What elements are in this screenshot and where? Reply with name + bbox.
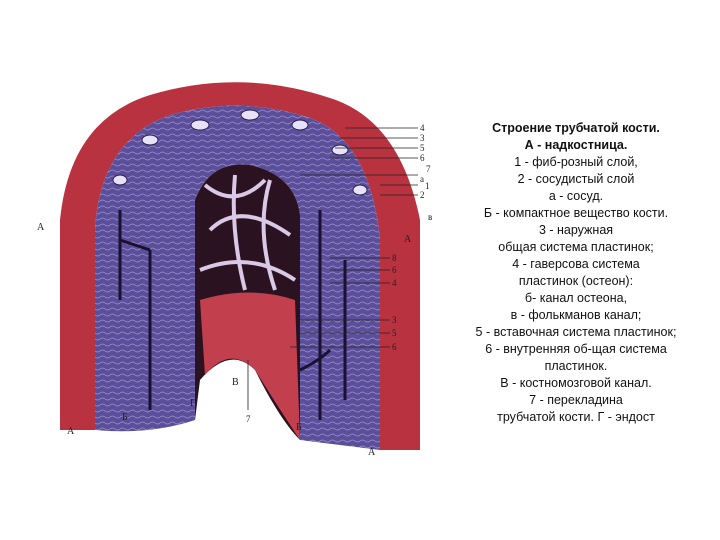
labels-right-mid: 8 6 4 [392,253,397,288]
label-6-mid: 6 [392,265,397,275]
label-v-small: в [428,212,432,222]
label-1: 1 [425,181,430,191]
label-A-bottom-right: А [368,447,376,458]
caption-line: 5 - вставочная система пластинок; [475,325,677,339]
label-B-left: Б [122,412,128,423]
caption-line: а - сосуд. [548,189,604,203]
caption-line: в - фолькманов канал; [510,308,642,322]
caption-line: Б - компактное вещество кости. [483,206,669,220]
caption-line: 3 - наружная [538,223,614,237]
label-G: Г [190,398,196,409]
osteons [112,109,368,196]
label-6-low: 6 [392,342,397,352]
caption-line: В - костномозговой канал. [500,376,652,390]
label-V: В [232,377,239,388]
caption-line: трубчатой кости. Г - эндост [497,410,655,424]
label-5-low: 5 [392,328,397,338]
label-2: 2 [420,190,425,200]
caption: Строение трубчатой кости. А - надкостниц… [448,120,704,426]
caption-line: 1 - фиб-розный слой, [514,155,638,169]
trabeculae [199,174,297,291]
label-5: 5 [420,143,425,153]
label-a: а [420,174,424,184]
label-3-low: 3 [392,315,397,325]
label-4-mid: 4 [392,278,397,288]
haversian-canals [118,210,347,420]
label-3: 3 [420,133,425,143]
caption-title: Строение трубчатой кости. [492,121,660,135]
caption-line: пластинок (остеон): [518,274,634,288]
label-6: 6 [420,153,425,163]
pointer-lines [247,127,418,410]
labels-right-low: 3 5 6 [392,315,397,352]
label-7: 7 [426,164,431,174]
caption-line: 2 - сосудистый слой [517,172,635,186]
caption-line: пластинок. [544,359,608,373]
caption-line: 6 - внутренняя об-щая система [485,342,667,356]
labels-top-right: 4 3 5 6 7 а 1 2 [420,123,431,200]
label-A-left: А [37,222,45,233]
periosteum [60,82,420,451]
caption-line: б- канал остеона, [524,291,628,305]
caption-subtitle: А - надкостница. [524,138,628,152]
label-A-bottom-left: А [67,426,75,437]
label-8: 8 [392,253,397,263]
label-7-bottom: 7 [246,414,251,424]
label-4: 4 [420,123,425,133]
label-B-right: Б [296,422,302,433]
caption-line: общая система пластинок; [498,240,654,254]
label-A-right: А [404,234,412,245]
caption-line: 4 - гаверсова система [512,257,640,271]
endosteum [200,292,300,440]
caption-line: 7 - перекладина [529,393,623,407]
